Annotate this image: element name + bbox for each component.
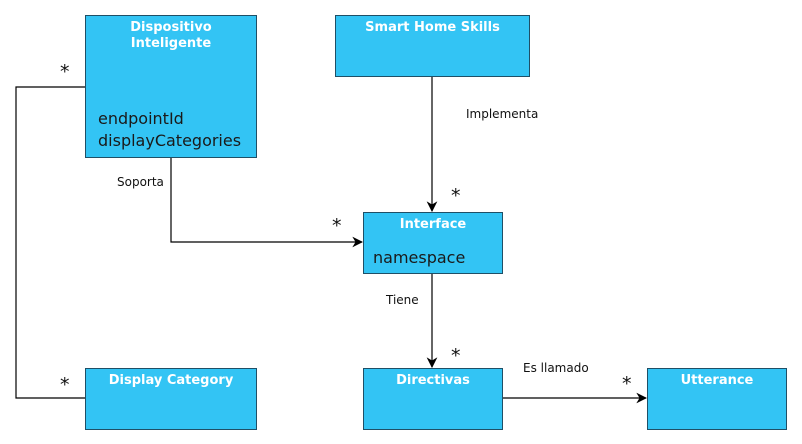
attribute-namespace: namespace — [373, 248, 466, 267]
multiplicity-interface-top: * — [451, 185, 461, 207]
multiplicity-utterance: * — [622, 373, 632, 395]
box-title: Directivas — [396, 373, 470, 388]
multiplicity-dispositivo: * — [60, 61, 70, 83]
label-soporta: Soporta — [117, 175, 164, 189]
box-utterance[interactable]: Utterance — [647, 368, 787, 430]
attribute-displaycategories: displayCategories — [98, 131, 242, 150]
title-line-1: Dispositivo — [130, 20, 212, 35]
box-directivas[interactable]: Directivas — [363, 368, 503, 430]
multiplicity-interface-left: * — [332, 215, 342, 237]
title-line-2: Inteligente — [130, 36, 212, 51]
box-title: Display Category — [108, 373, 234, 388]
box-dispositivo-inteligente[interactable]: Dispositivo Inteligente endpointId displ… — [85, 15, 257, 158]
box-interface[interactable]: Interface namespace — [363, 212, 503, 274]
edge-dispositivo-display-category — [15, 86, 85, 399]
box-display-category[interactable]: Display Category — [85, 368, 257, 430]
multiplicity-directivas: * — [451, 345, 461, 367]
box-title: Smart Home Skills — [365, 20, 500, 35]
attribute-endpointid: endpointId — [98, 109, 184, 128]
multiplicity-display-category: * — [60, 374, 70, 396]
label-es-llamado: Es llamado — [523, 361, 589, 375]
label-implementa: Implementa — [466, 107, 539, 121]
label-tiene: Tiene — [386, 293, 419, 307]
box-title: Utterance — [680, 373, 754, 388]
box-title: Interface — [399, 217, 467, 232]
edge-soporta — [170, 157, 364, 248]
box-smart-home-skills[interactable]: Smart Home Skills — [335, 15, 530, 77]
box-title: Dispositivo Inteligente — [86, 20, 256, 52]
